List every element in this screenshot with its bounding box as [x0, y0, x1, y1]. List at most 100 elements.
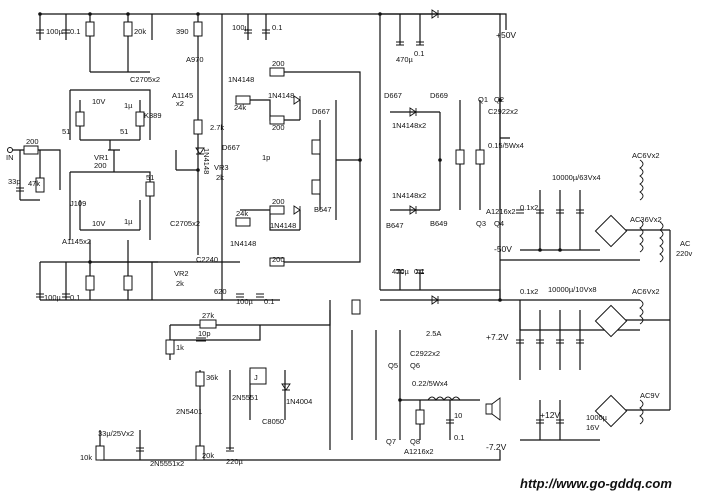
c2705x2-top-label: C2705x2 — [130, 75, 160, 84]
diode-icon — [409, 107, 417, 117]
resistor — [145, 181, 155, 197]
resistor — [85, 21, 95, 37]
emitter-resistor-b-label: 0.22/5Wx4 — [412, 379, 448, 388]
cap-1p-mid-label: 1p — [262, 153, 270, 162]
res-200-a-label: 200 — [272, 59, 285, 68]
res-51-b-label: 51 — [120, 127, 128, 136]
output-inductor — [427, 396, 461, 401]
a1145x2-bot-label: A1145x2 — [62, 237, 91, 246]
diode-icon — [281, 383, 291, 391]
cap-1000u-label: 1000µ — [586, 413, 608, 422]
transistor-2n5551-label: 2N5551 — [232, 393, 258, 402]
diode-1n4148x2-top-label: 1N4148x2 — [392, 121, 426, 130]
b647-mid-label: B647 — [314, 205, 332, 214]
bridge-rectifier — [594, 304, 628, 338]
res-620-label: 620 — [214, 287, 227, 296]
cap-01x2-top-label: 0.1x2 — [520, 203, 538, 212]
wiring — [12, 13, 671, 461]
resistor — [415, 409, 425, 425]
res-200-c-label: 200 — [272, 197, 285, 206]
resistor — [475, 149, 485, 165]
resistor — [123, 21, 133, 37]
bridge-rectifier — [594, 394, 628, 428]
plus-7-2v-label: +7.2V — [486, 332, 509, 342]
diode-1n4148-d-label: 1N4148 — [270, 221, 296, 230]
diode-1n4148x2-bot-label: 1N4148x2 — [392, 191, 426, 200]
transformer-winding — [639, 159, 644, 201]
input-label: IN — [6, 153, 14, 162]
emitter-resistor-label: 0.15/5Wx4 — [488, 141, 524, 150]
resistor — [35, 177, 45, 193]
diode-1n4148-b-label: 1N4148 — [268, 91, 294, 100]
minus-7-2v-label: -7.2V — [486, 442, 507, 452]
bridge-rectifier — [594, 214, 628, 248]
cap-01-top2-label: 0.1 — [414, 49, 424, 58]
res-27k-feedback-label: 27k — [202, 311, 214, 320]
resistor — [269, 67, 285, 77]
cap-01-top-left-label: 0.1 — [70, 27, 80, 36]
b649-label: B649 — [430, 219, 448, 228]
resistor — [165, 339, 175, 355]
input-terminal — [7, 147, 13, 153]
junctions — [38, 12, 562, 402]
cap-01-top-mid-label: 0.1 — [272, 23, 282, 32]
relay-coil — [249, 367, 267, 385]
cap-16v-label: 16V — [586, 423, 599, 432]
resistor — [193, 21, 203, 37]
res-24k-bot-label: 24k — [236, 209, 248, 218]
cap-100u-bm-label: 100µ — [236, 297, 254, 306]
k389-label: K389 — [144, 111, 162, 120]
res-2-7k-label: 2.7k — [210, 123, 224, 132]
resistor — [269, 205, 285, 215]
resistor — [95, 445, 105, 461]
component-labels: 100µ 0.1 20k 390 100µ 0.1 A970 C2705x2 1… — [6, 23, 693, 468]
q7-label: Q7 — [386, 437, 396, 446]
res-20k-b-label: 20k — [202, 451, 214, 460]
a1145-top-label: A1145 — [172, 91, 193, 100]
q6-label: Q6 — [410, 361, 420, 370]
resistor — [235, 95, 251, 105]
cap-10p-label: 10p — [198, 329, 211, 338]
cap-33p-label: 33p — [8, 177, 21, 186]
q1-label: Q1 — [478, 95, 488, 104]
a1145-x2-label: x2 — [176, 99, 184, 108]
vr1-value-label: 200 — [94, 161, 107, 170]
q2-label: Q2 — [494, 95, 504, 104]
resistor — [135, 111, 145, 127]
diode-icon — [293, 95, 301, 105]
res-200-input-label: 200 — [26, 137, 39, 146]
ac-label: AC — [680, 239, 691, 248]
resistor — [193, 119, 203, 135]
res-24k-top-label: 24k — [234, 103, 246, 112]
zener-10v-top-label: 10V — [92, 97, 105, 106]
cap-01-out-label: 0.1 — [454, 433, 464, 442]
cap-01x2-bot-label: 0.1x2 — [520, 287, 538, 296]
diode-icon — [431, 295, 439, 305]
resistor — [123, 275, 133, 291]
resistor — [195, 371, 205, 387]
res-51-c-label: 51 — [146, 173, 154, 182]
cap-01-bl-label: 0.1 — [70, 293, 80, 302]
resistor — [23, 145, 39, 155]
transformer-winding — [639, 399, 644, 425]
res-1k-label: 1k — [176, 343, 184, 352]
watermark-url: http://www.go-gddq.com — [520, 476, 672, 491]
cap-01-bot-label: 0.1 — [414, 267, 424, 276]
transistor-2n5401-label: 2N5401 — [176, 407, 202, 416]
zener-10v-bot-label: 10V — [92, 219, 105, 228]
transistor-2n5551x2-label: 2N5551x2 — [150, 459, 184, 468]
c2922x2-bot-label: C2922x2 — [410, 349, 440, 358]
resistor — [455, 149, 465, 165]
resistor — [85, 275, 95, 291]
relay-label: J — [254, 373, 258, 382]
ac6vx2-label: AC6Vx2 — [632, 151, 660, 160]
components — [7, 9, 664, 461]
resistor — [311, 139, 321, 155]
plus-12v-label: +12V — [540, 410, 560, 420]
cap-100u-bl-label: 100µ — [44, 293, 62, 302]
cap-01-bm-label: 0.1 — [264, 297, 274, 306]
diode-1n4148-v-label: 1N4148 — [202, 148, 211, 174]
vr2-value-label: 2k — [176, 279, 184, 288]
minus-50v-label: -50V — [494, 244, 512, 254]
q3-label: Q3 — [476, 219, 486, 228]
